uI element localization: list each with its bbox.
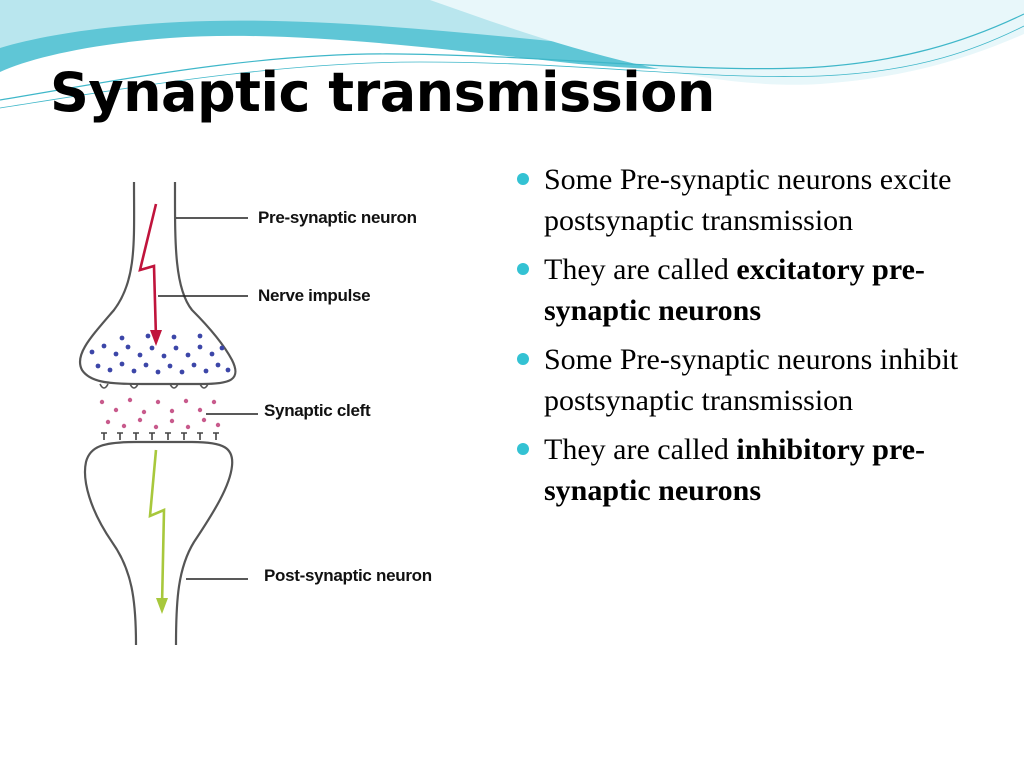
synapse-illustration (78, 181, 258, 646)
bullet-bold-text: excitatory pre-synaptic neurons (544, 253, 925, 327)
label-post-synaptic-neuron: Post-synaptic neuron (264, 566, 432, 585)
bullet-dot-icon (517, 263, 529, 275)
bullet-list: Some Pre-synaptic neurons excite postsyn… (514, 160, 1004, 520)
header-wave-decoration (0, 0, 1024, 109)
nerve-impulse-arrow (138, 203, 158, 339)
presynaptic-terminal (78, 181, 237, 386)
label-pre-synaptic-neuron: Pre-synaptic neuron (258, 208, 417, 227)
bullet-bold-text: inhibitory pre-synaptic neurons (544, 433, 926, 507)
bullet-item: Some Pre-synaptic neurons excite postsyn… (514, 160, 1004, 241)
label-leader-lines (158, 217, 258, 580)
bullet-text: Some Pre-synaptic neurons excite postsyn… (544, 163, 952, 237)
label-synaptic-cleft: Synaptic cleft (264, 401, 371, 420)
label-nerve-impulse: Nerve impulse (258, 286, 371, 305)
bullet-dot-icon (517, 173, 529, 185)
synapse-diagram: Pre-synaptic neuron Nerve impulse Synapt… (52, 170, 466, 658)
release-sites (99, 383, 209, 389)
slide-title: Synaptic transmission (50, 61, 715, 124)
bullet-item: They are called excitatory pre-synaptic … (514, 250, 1004, 331)
receptors (101, 432, 219, 440)
impulse-arrowhead (150, 330, 162, 346)
postsynaptic-dendrite (83, 440, 234, 646)
bullet-text: They are called (544, 253, 737, 286)
neurotransmitter-molecules (99, 397, 221, 430)
bullet-dot-icon (517, 353, 529, 365)
synaptic-vesicles (89, 333, 231, 375)
bullet-dot-icon (517, 443, 529, 455)
bullet-item: Some Pre-synaptic neurons inhibit postsy… (514, 340, 1004, 421)
postsynaptic-arrowhead (156, 598, 168, 614)
bullet-text: They are called (544, 433, 737, 466)
bullet-text: Some Pre-synaptic neurons inhibit postsy… (544, 343, 959, 417)
bullet-item: They are called inhibitory pre-synaptic … (514, 430, 1004, 511)
postsynaptic-arrow (148, 449, 166, 607)
